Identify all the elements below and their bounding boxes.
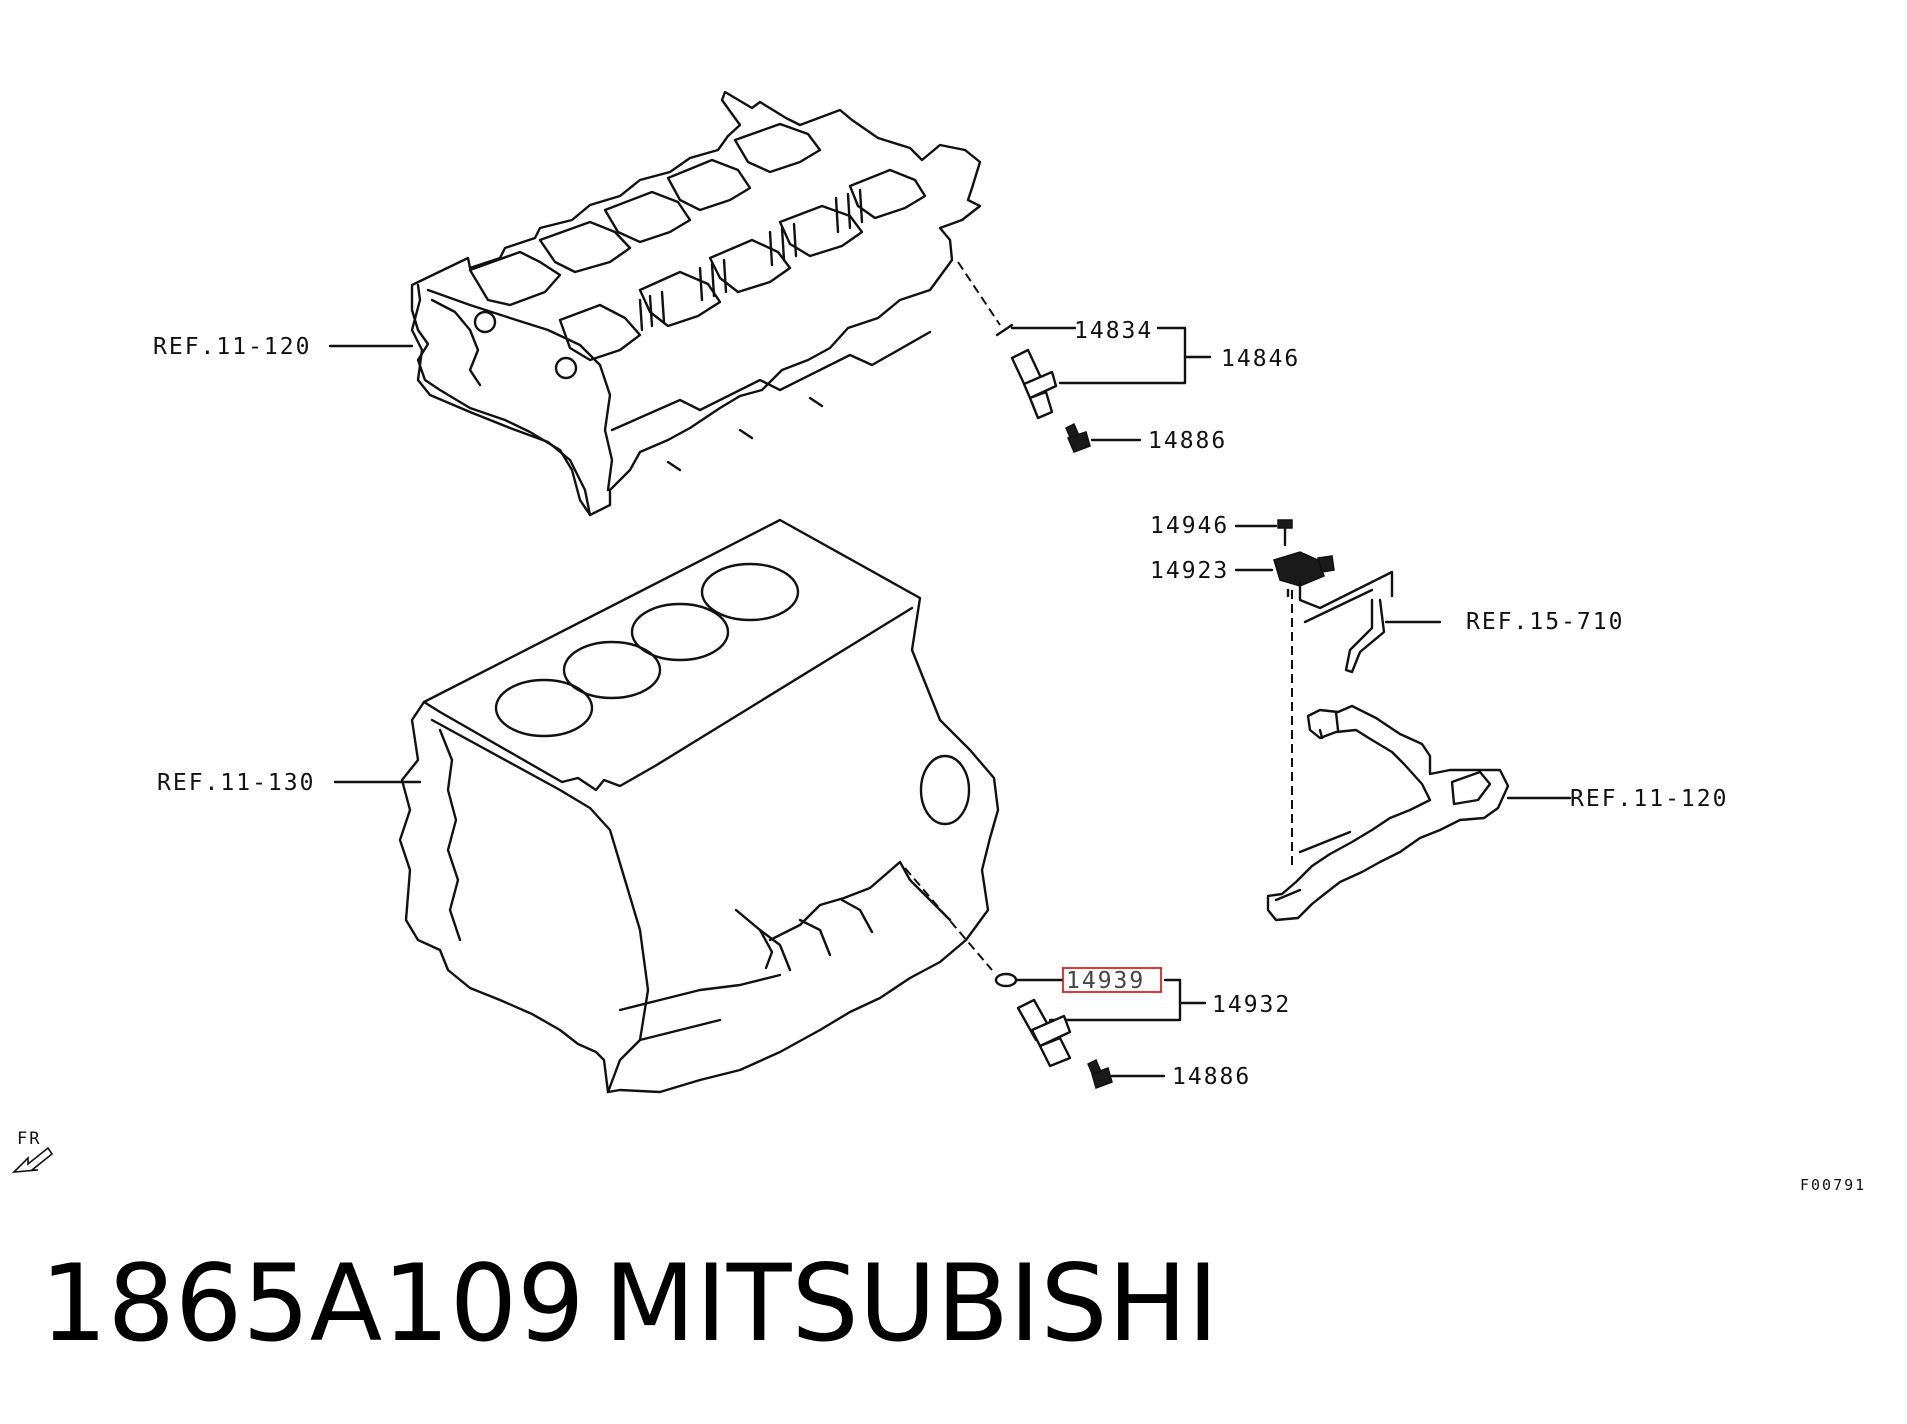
label-14932: 14932 xyxy=(1212,992,1291,1018)
label-ref-head: REF.11-120 xyxy=(153,334,311,360)
label-14886-bottom: 14886 xyxy=(1172,1064,1251,1090)
cylinder-block-drawing xyxy=(398,518,1000,1094)
highlight-box xyxy=(1062,967,1162,993)
label-front: FR xyxy=(17,1129,41,1149)
label-ref-block: REF.11-130 xyxy=(157,770,315,796)
label-14923: 14923 xyxy=(1150,558,1229,584)
sensor-14932-group xyxy=(904,867,1207,1089)
sensor-14846-group xyxy=(957,261,1212,453)
part-number-caption: 1865A109 xyxy=(40,1242,585,1365)
label-ref-hose: REF.15-710 xyxy=(1466,609,1624,635)
figure-code: F00791 xyxy=(1800,1176,1866,1194)
label-14886-top: 14886 xyxy=(1148,428,1227,454)
label-ref-bracket: REF.11-120 xyxy=(1570,786,1728,812)
sensor-14923-group xyxy=(1234,519,1572,922)
label-14834: 14834 xyxy=(1074,318,1153,344)
brand-caption: MITSUBISHI xyxy=(604,1242,1219,1365)
label-14846: 14846 xyxy=(1221,346,1300,372)
label-14946: 14946 xyxy=(1150,513,1229,539)
cylinder-head-drawing xyxy=(410,90,982,517)
label-14939: 14939 xyxy=(1066,968,1145,994)
front-arrow-icon xyxy=(11,1146,54,1173)
